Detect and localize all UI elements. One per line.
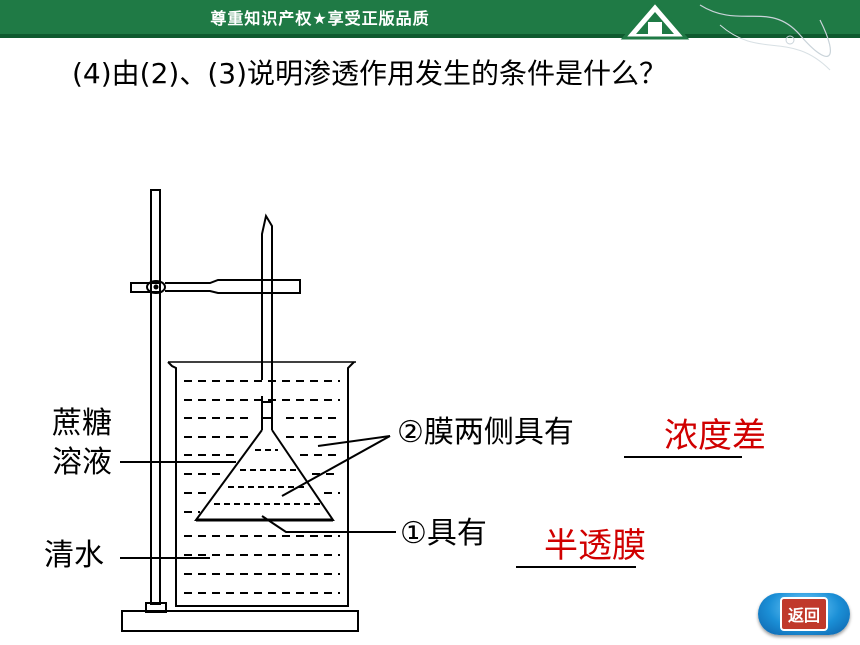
- condition2-leader-b: [281, 435, 391, 497]
- banner-stripe: [0, 34, 860, 38]
- water-dashes: [184, 380, 340, 594]
- return-button[interactable]: 返回: [758, 593, 850, 635]
- return-button-label: 返回: [779, 597, 828, 631]
- funnel-tube: [261, 213, 273, 396]
- answer-semipermeable-membrane: 半透膜: [544, 526, 646, 566]
- publisher-logo-icon: [620, 0, 690, 40]
- beaker: [167, 361, 355, 607]
- banner-slogan: 尊重知识产权★享受正版品质: [210, 9, 430, 28]
- label-sucrose-line1: 蔗糖: [52, 406, 112, 441]
- sucrose-dashes: [214, 401, 320, 505]
- label-condition1: ①具有: [400, 516, 487, 551]
- condition1-leader: [261, 515, 396, 533]
- stand-base: [121, 610, 359, 632]
- label-water: 清水: [44, 538, 104, 573]
- stand-rod: [150, 189, 161, 605]
- label-sucrose-line2: 溶液: [52, 445, 112, 480]
- question-text: (4)由(2)、(3)说明渗透作用发生的条件是什么？: [72, 57, 667, 90]
- condition2-leader-a: [317, 435, 391, 447]
- label-condition2: ②膜两侧具有: [397, 415, 574, 450]
- answer-concentration-difference: 浓度差: [664, 416, 766, 456]
